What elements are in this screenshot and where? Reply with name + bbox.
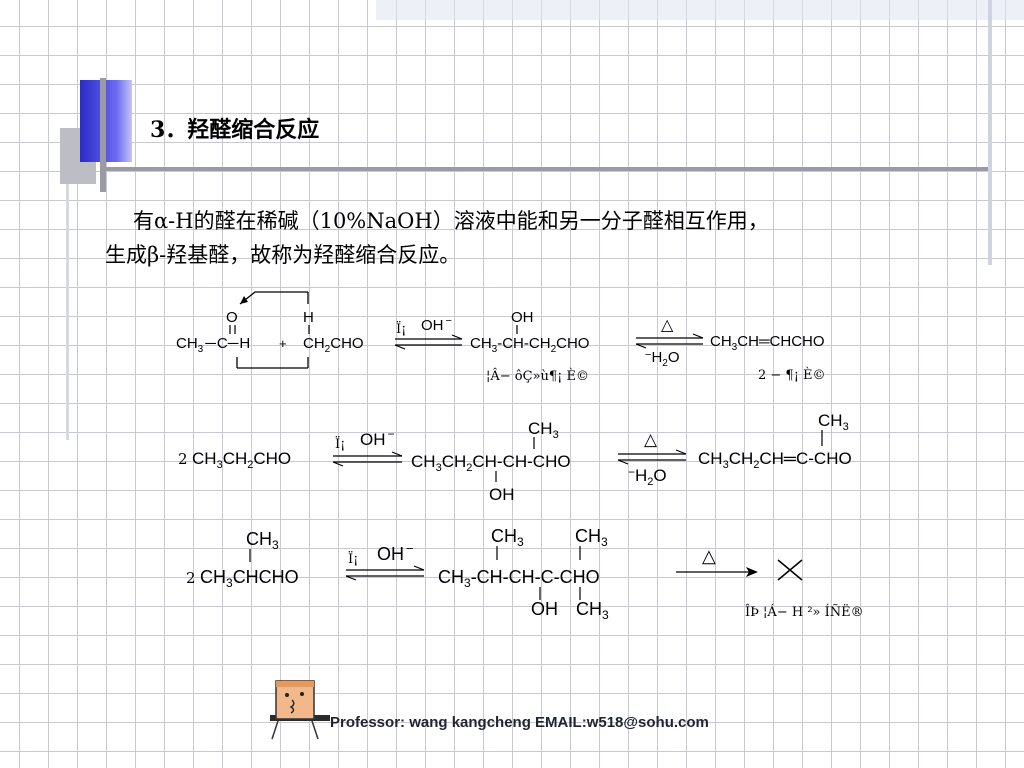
r3-catalyst-garbled: Ï¡ bbox=[348, 550, 358, 567]
r2-aldol-product: CH3CH2CH-CH-CHO bbox=[411, 452, 571, 474]
title-deco-bar bbox=[100, 78, 106, 192]
r1-electron-arrowhead bbox=[240, 296, 248, 304]
r3-heat-symbol: △ bbox=[702, 546, 716, 566]
slide-title: 3．羟醛缩合反应 bbox=[150, 117, 320, 143]
r3-eq-arrow-back-head bbox=[345, 575, 357, 581]
r1-aldol-product: CH3-CH-CH2CHO bbox=[470, 335, 589, 355]
r2-eq-arrow-back-head bbox=[332, 461, 344, 467]
r2-eq-arrow-forward-head bbox=[391, 451, 403, 457]
r1-catalyst: OH− bbox=[421, 315, 452, 334]
r3-catalyst: OH− bbox=[377, 541, 414, 564]
r2-water-loss: −H2O bbox=[628, 465, 667, 488]
intro-paragraph: 有α-H的醛在稀碱（10%NaOH）溶液中能和另一分子醛相互作用， 生成β-羟基… bbox=[105, 204, 965, 272]
r1-dehydration-arrow-head bbox=[692, 333, 704, 339]
r3-product-methyl-a: CH3 bbox=[491, 526, 524, 549]
r1-final-product: CH3CH═CHCHO bbox=[710, 333, 825, 353]
r3-product-methyl-c: CH3 bbox=[576, 599, 609, 622]
title-underline bbox=[100, 167, 988, 171]
r3-reactant-methyl: CH3 bbox=[246, 529, 279, 552]
r3-product-methyl-b: CH3 bbox=[575, 526, 608, 549]
intro-line-2: 生成β-羟基醛，故称为羟醛缩合反应。 bbox=[105, 243, 461, 267]
r2-product-methyl: CH3 bbox=[528, 419, 559, 441]
r1-electron-arrow bbox=[239, 291, 308, 305]
r3-no-reaction-cross-b bbox=[777, 559, 803, 581]
r2-product-oh: OH bbox=[489, 485, 515, 504]
reaction-1: O H CH3─C─H+CH2CHO Ï¡ OH− OH CH3-CH-CH2C… bbox=[176, 291, 826, 384]
r1-reactant: CH3─C─H+CH2CHO bbox=[176, 335, 364, 355]
r1-oxygen: O bbox=[226, 309, 238, 326]
r2-catalyst-garbled: Ï¡ bbox=[335, 435, 345, 452]
intro-line-1: 有α-H的醛在稀碱（10%NaOH）溶液中能和另一分子醛相互作用， bbox=[133, 209, 769, 233]
r1-eq-arrow-forward-head bbox=[451, 334, 463, 340]
footer-credit: Professor: wang kangcheng EMAIL:w518@soh… bbox=[330, 714, 709, 731]
r2-catalyst: OH− bbox=[360, 427, 395, 449]
left-rule bbox=[66, 170, 69, 440]
r2-heat-symbol: △ bbox=[644, 430, 658, 449]
title-deco-blue-block bbox=[80, 80, 132, 162]
r1-dehydration-arrow-back-head bbox=[635, 343, 647, 349]
r1-alpha-h: H bbox=[303, 309, 314, 326]
r2-dehydration-arrow-head bbox=[675, 449, 687, 455]
top-band bbox=[376, 0, 1024, 20]
r3-label-garbled: ÎÞ ¦Á− H ²» ÍÑË® bbox=[745, 603, 864, 620]
r3-eq-arrow-forward-head bbox=[413, 565, 425, 571]
r3-arrowhead bbox=[746, 567, 758, 577]
r2-dehydration-arrow-back-head bbox=[617, 459, 629, 465]
r3-product-oh: OH bbox=[531, 599, 558, 619]
r2-final-product: CH3CH2CH═C-CHO bbox=[698, 449, 852, 471]
professor-icon bbox=[270, 680, 330, 740]
r3-aldol-product: CH3-CH-CH-C-CHO bbox=[438, 567, 600, 590]
r1-final-label-garbled: 2 − ¶¡ È© bbox=[758, 367, 826, 383]
r1-catalyst-garbled: Ï¡ bbox=[396, 320, 406, 337]
right-rule bbox=[988, 0, 992, 265]
r1-eq-arrow-back-head bbox=[394, 344, 406, 350]
r1-product-oh: OH bbox=[511, 309, 534, 326]
r1-product-label-garbled: ¦Â− ôÇ»ù¶¡ È© bbox=[486, 368, 589, 384]
r1-water-loss: −H2O bbox=[645, 349, 680, 369]
r1-heat-symbol: △ bbox=[661, 317, 674, 334]
r2-final-methyl: CH3 bbox=[818, 411, 849, 433]
